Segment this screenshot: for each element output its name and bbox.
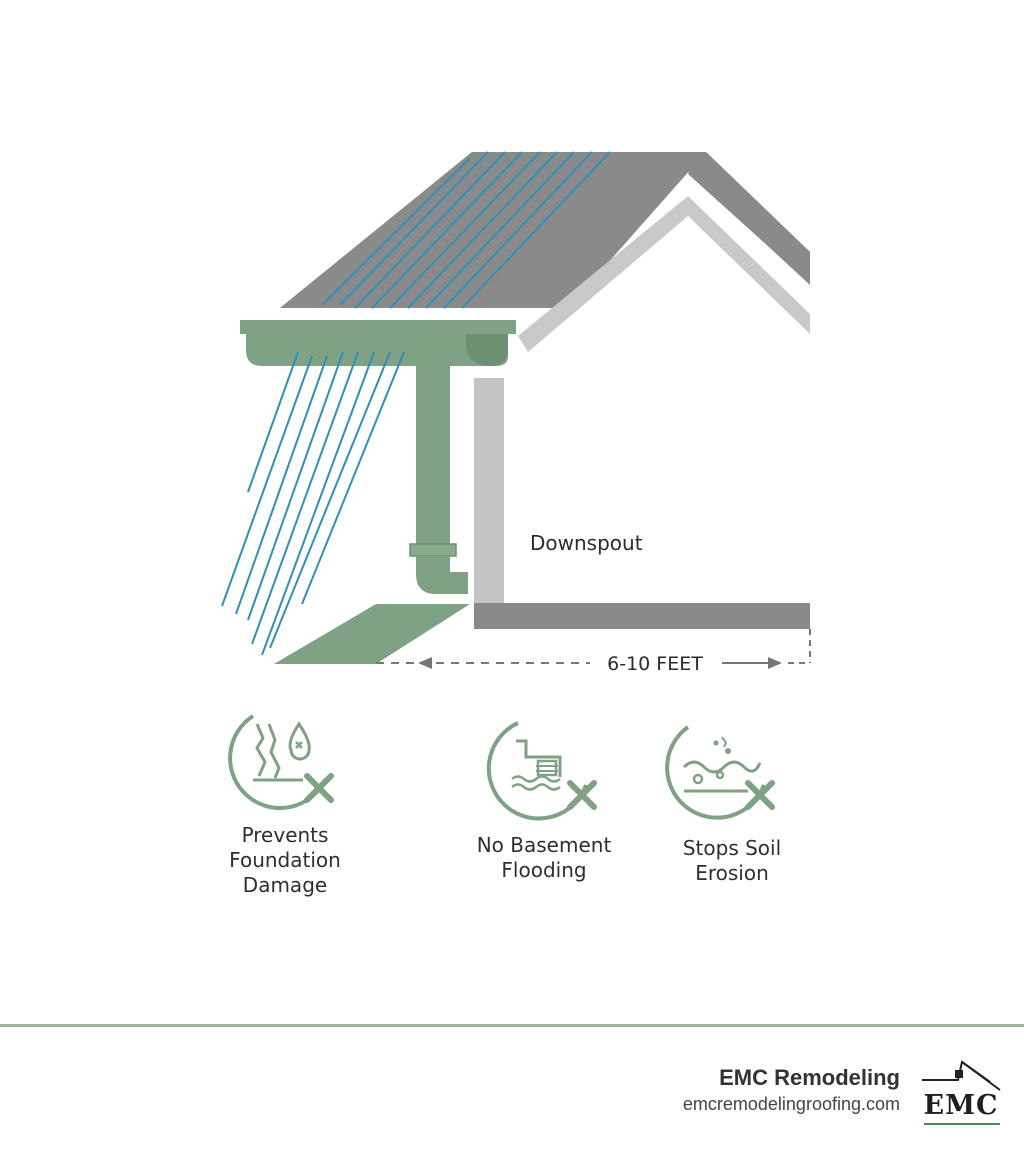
logo-house-icon [922, 1060, 1001, 1091]
gutter-lip [240, 320, 516, 334]
logo-text: EMC [923, 1090, 999, 1121]
benefit-line: Flooding [501, 858, 587, 882]
ground-slab [474, 603, 810, 629]
rain-falling [221, 351, 405, 656]
benefit-line: Damage [242, 873, 328, 897]
brand-name: EMC Remodeling [719, 1065, 900, 1090]
benefit-line: No Basement [476, 833, 612, 857]
benefit-basement-caption: No Basement Flooding [454, 833, 634, 883]
brand-url: emcremodelingroofing.com [682, 1094, 900, 1114]
distance-dimension [376, 629, 811, 669]
roof-right-slope [688, 152, 810, 284]
benefit-line: Erosion [695, 861, 769, 885]
benefit-line: Stops Soil [682, 836, 782, 860]
soil-erosion-icon [665, 725, 775, 820]
benefit-foundation-caption: Prevents Foundation Damage [195, 823, 375, 898]
downspout-elbow [416, 556, 468, 594]
downspout-splash [274, 604, 470, 664]
footer-divider [0, 1024, 1024, 1027]
downspout-label: Downspout [530, 531, 643, 555]
distance-label: 6-10 FEET [607, 653, 703, 675]
emc-logo: EMC [918, 1054, 1004, 1128]
benefit-line: Foundation [229, 848, 341, 872]
downspout-collar [409, 543, 457, 557]
foundation-crack-icon [228, 714, 334, 810]
basement-flood-icon [486, 721, 597, 821]
benefit-line: Prevents [241, 823, 329, 847]
gable-trim [518, 196, 810, 352]
downspout-pipe [416, 362, 450, 546]
brand-block: EMC Remodeling emcremodelingroofing.com [683, 1064, 900, 1116]
house-wall [474, 378, 504, 606]
rain-on-roof [321, 151, 611, 309]
gutter-end-cap [466, 334, 508, 366]
logo-underline [924, 1123, 1000, 1125]
benefit-erosion-caption: Stops Soil Erosion [642, 836, 822, 886]
